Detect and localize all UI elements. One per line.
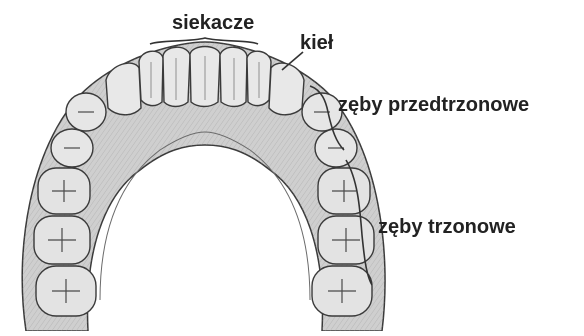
canine-right bbox=[269, 63, 304, 115]
molars bbox=[34, 168, 374, 316]
canine-left bbox=[106, 63, 141, 115]
incisor bbox=[220, 47, 247, 106]
premolars-label: zęby przedtrzonowe bbox=[338, 95, 529, 115]
canine-label: kieł bbox=[300, 33, 333, 53]
incisor bbox=[163, 47, 190, 106]
incisors-label: siekacze bbox=[172, 13, 254, 33]
incisors bbox=[139, 47, 271, 107]
molars-label: zęby trzonowe bbox=[378, 217, 516, 237]
